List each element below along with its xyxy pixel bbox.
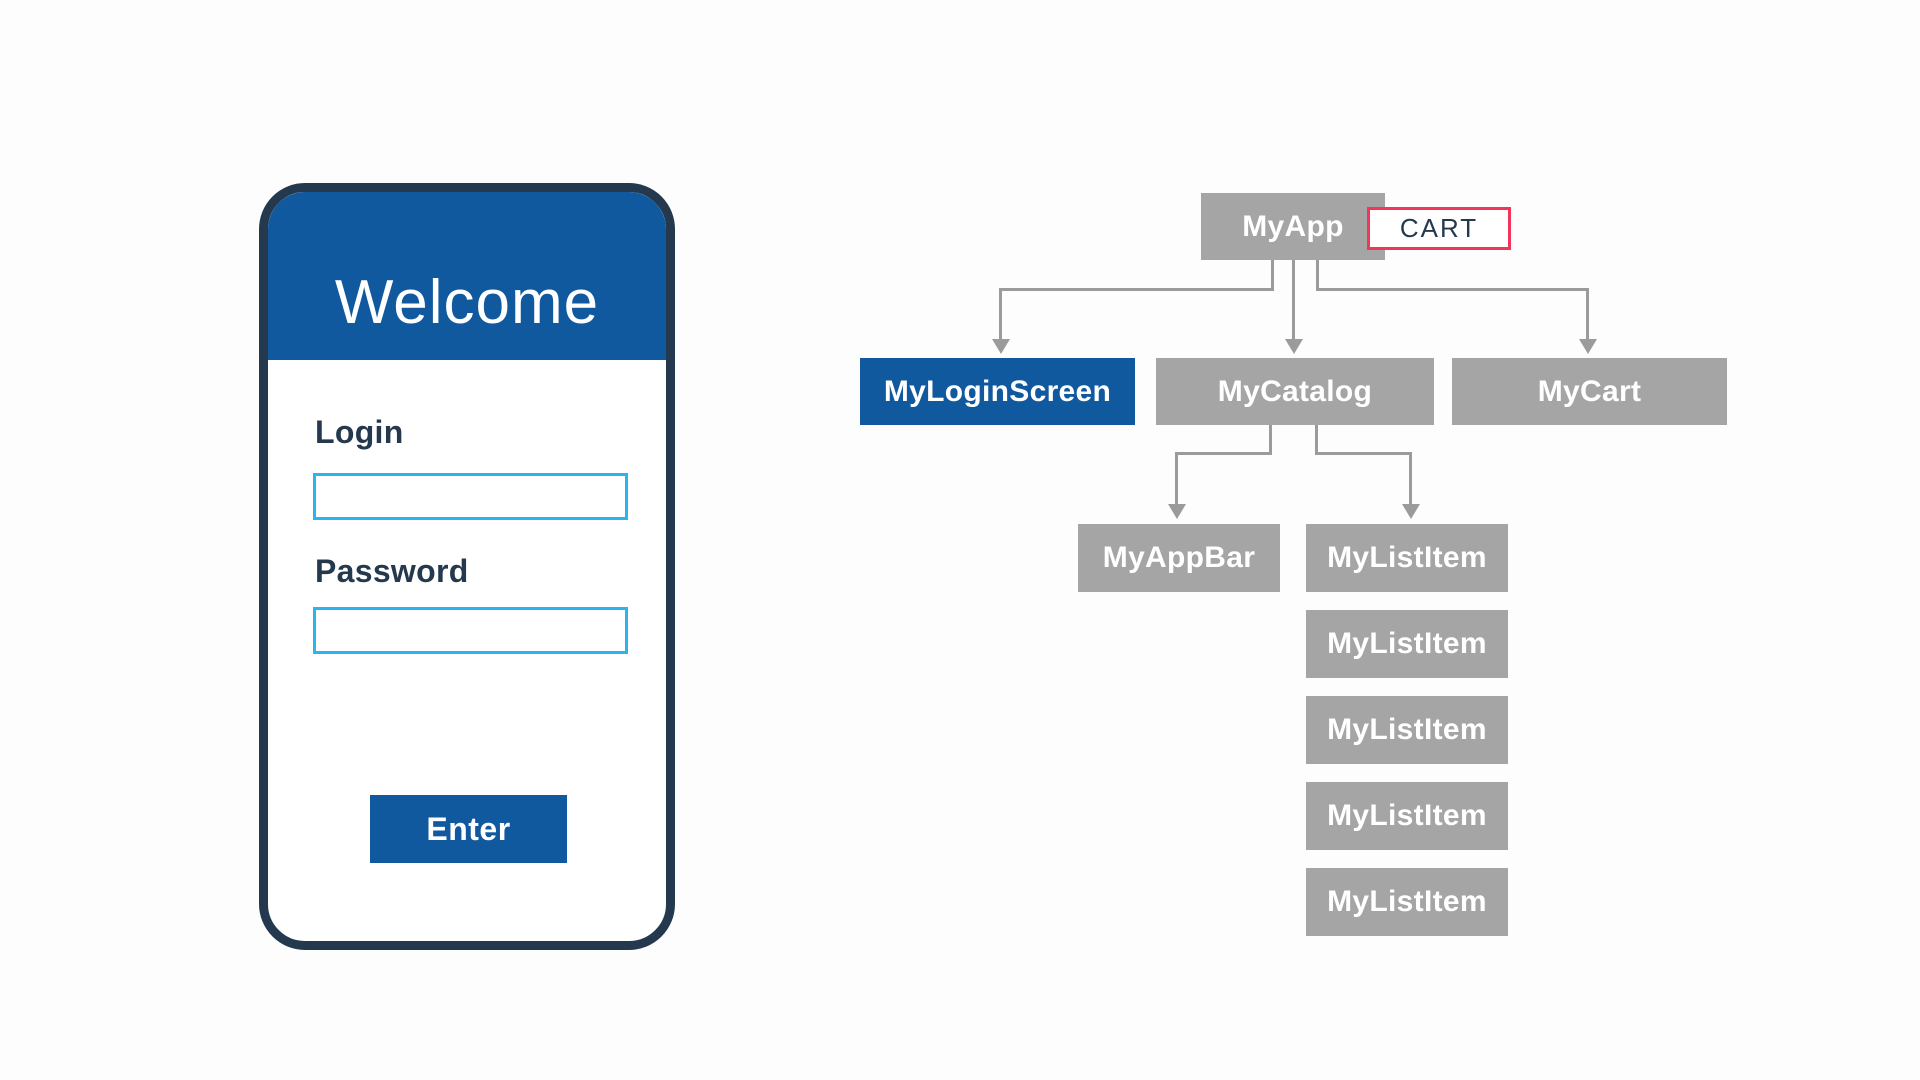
tree-connector [1586,288,1589,340]
arrowhead-icon [992,339,1010,354]
cart-badge: CART [1367,207,1511,250]
node-mylistitem: MyListItem [1306,696,1508,764]
tree-connector [1176,452,1272,455]
arrowhead-icon [1402,504,1420,519]
node-myappbar: MyAppBar [1078,524,1280,592]
node-mylistitem: MyListItem [1306,782,1508,850]
tree-connector [1316,260,1319,291]
tree-connector [1269,425,1272,455]
tree-connector [999,288,1002,340]
tree-connector [1315,452,1412,455]
password-input[interactable] [313,607,628,654]
tree-connector [1315,425,1318,455]
enter-button[interactable]: Enter [370,795,567,863]
tree-connector [1292,260,1295,340]
node-myapp: MyApp [1201,193,1385,260]
node-mycart: MyCart [1452,358,1727,425]
tree-connector [1271,260,1274,291]
tree-connector [1316,288,1589,291]
password-label: Password [315,553,469,589]
login-label: Login [315,414,404,450]
welcome-title: Welcome [334,268,600,337]
tree-connector [1175,452,1178,505]
phone-mockup: Welcome Login Password Enter [259,183,675,950]
login-input[interactable] [313,473,628,520]
tree-connector [999,288,1274,291]
phone-header: Welcome [268,192,666,360]
node-mycatalog: MyCatalog [1156,358,1434,425]
node-mylistitem: MyListItem [1306,610,1508,678]
arrowhead-icon [1285,339,1303,354]
tree-connector [1409,452,1412,505]
arrowhead-icon [1579,339,1597,354]
node-mylistitem: MyListItem [1306,524,1508,592]
node-mylistitem: MyListItem [1306,868,1508,936]
node-myloginscreen: MyLoginScreen [860,358,1135,425]
arrowhead-icon [1168,504,1186,519]
